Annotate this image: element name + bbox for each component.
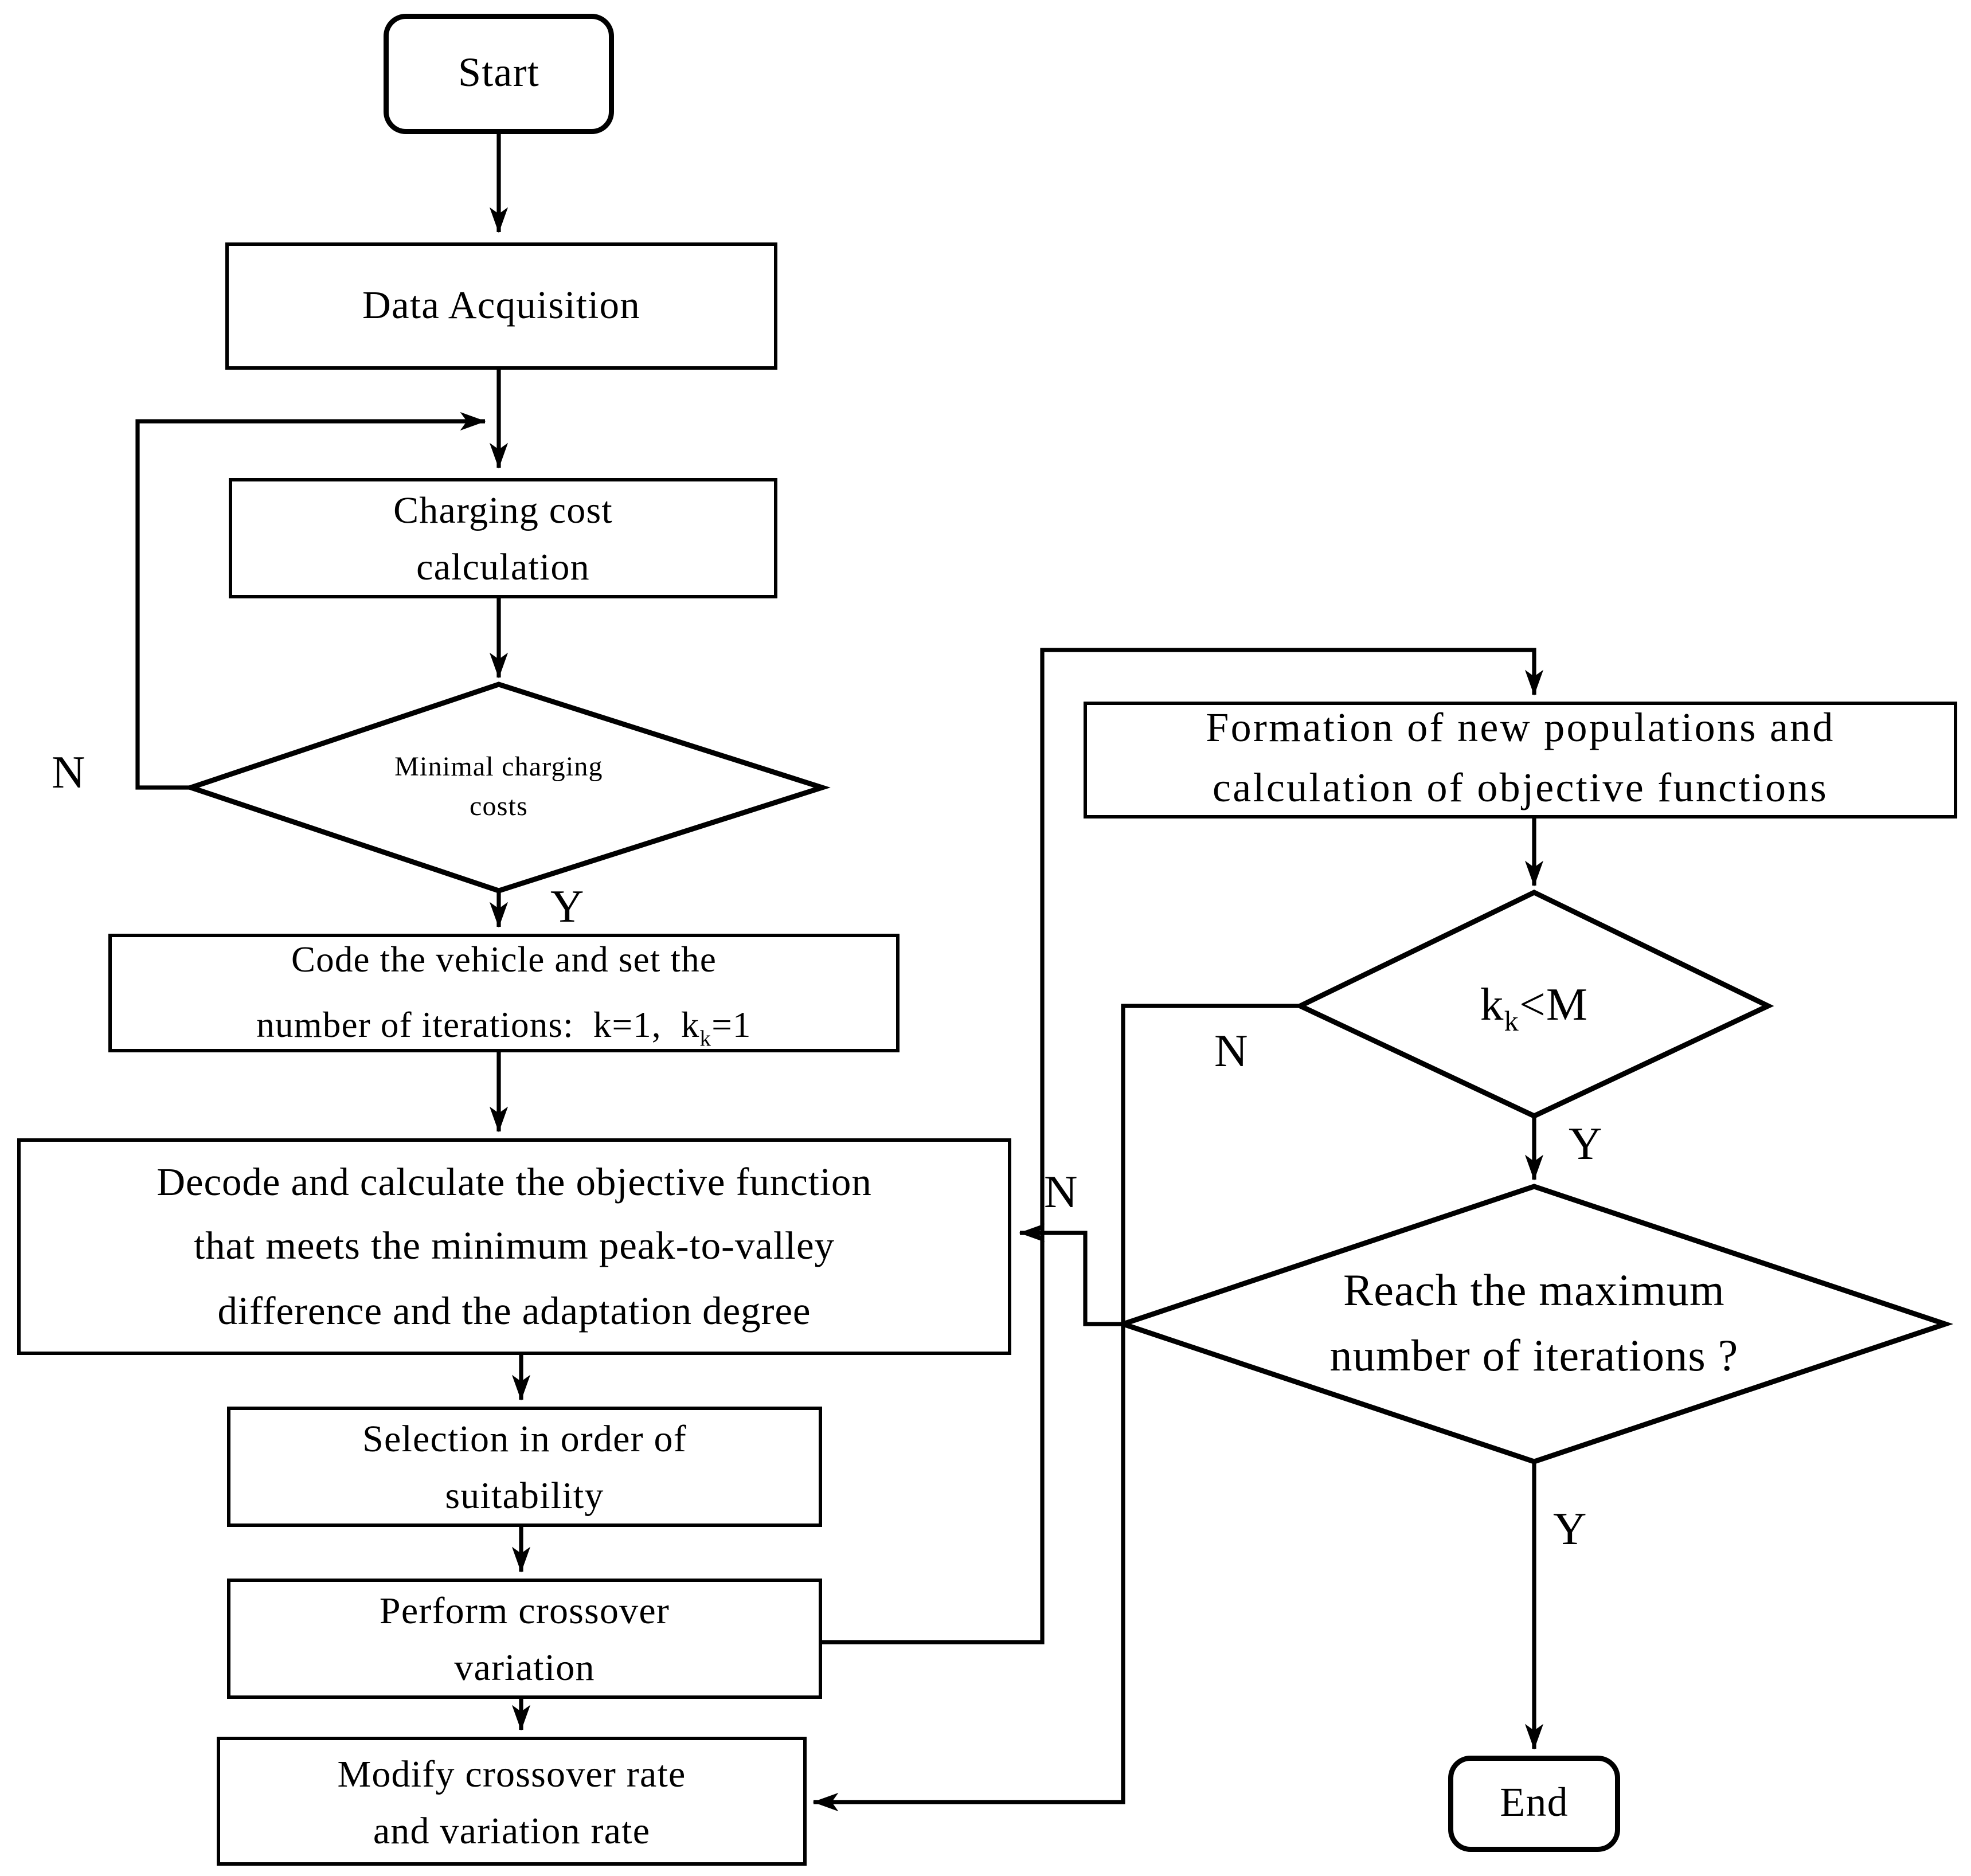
end-terminal: End [1448, 1756, 1620, 1852]
modify-rate-box: Modify crossover rate and variation rate [217, 1737, 807, 1866]
formation-line: Formation of new populations and [1206, 707, 1835, 752]
code-vehicle-line2-tail: =1 [711, 1003, 752, 1045]
reach-max-line: Reach the maximum [1343, 1266, 1725, 1316]
formation-box: Formation of new populations and calcula… [1084, 702, 1957, 818]
modify-rate-line: Modify crossover rate [337, 1751, 686, 1795]
code-vehicle-line2-text: number of iterations: k=1, k [256, 1003, 700, 1045]
perform-crossover-line: variation [454, 1646, 595, 1689]
edge-kk-no-to-modify [812, 1004, 1300, 1812]
formation-line: calculation of objective functions [1213, 767, 1828, 812]
decode-box: Decode and calculate the objective funct… [17, 1138, 1011, 1355]
edge-minimal-no-loop [135, 412, 486, 790]
code-vehicle-line1: Code the vehicle and set the [291, 938, 717, 980]
reach-max-diamond-shape [1114, 1184, 1954, 1464]
data-acquisition-label: Data Acquisition [362, 283, 640, 327]
minimal-charging-diamond-shape [182, 682, 831, 894]
kk-condition-subscript: k [1504, 1005, 1519, 1039]
start-label: Start [457, 52, 539, 96]
charging-cost-box: Charging cost calculation [229, 478, 777, 598]
kk-no-label: N [1214, 1025, 1248, 1076]
code-vehicle-subscript: k [699, 1024, 712, 1051]
reach-max-diamond-label: Reach the maximum number of iterations ? [1225, 1259, 1844, 1389]
decode-line: that meets the minimum peak-to-valley [194, 1225, 835, 1268]
minimal-charging-diamond-label: Minimal charging costs [258, 729, 740, 846]
minimal-charging-line: costs [470, 793, 528, 822]
start-terminal: Start [384, 14, 614, 134]
kk-condition-comparison: <M [1519, 979, 1589, 1031]
kk-condition-diamond-shape [1294, 889, 1774, 1119]
edge-reach-no-to-decode [1019, 1223, 1123, 1326]
perform-crossover-box: Perform crossover variation [227, 1579, 822, 1699]
minimal-yes-label: Y [550, 880, 584, 932]
kk-condition-k: k [1480, 979, 1504, 1031]
decode-line: difference and the adaptation degree [217, 1288, 811, 1332]
code-vehicle-line2: number of iterations: k=1, kk=1 [256, 993, 751, 1058]
kk-condition-text: kk<M [1480, 972, 1588, 1039]
kk-yes-label: Y [1569, 1118, 1602, 1169]
decode-line: Decode and calculate the objective funct… [157, 1161, 872, 1204]
end-label: End [1500, 1781, 1569, 1826]
minimal-no-label: N [52, 746, 85, 798]
data-acquisition-box: Data Acquisition [225, 242, 777, 370]
selection-box: Selection in order of suitability [227, 1407, 822, 1527]
minimal-charging-line: Minimal charging [394, 753, 603, 782]
charging-cost-line: calculation [416, 545, 590, 588]
selection-line: Selection in order of [362, 1417, 687, 1460]
modify-rate-line: and variation rate [373, 1808, 651, 1851]
code-vehicle-box: Code the vehicle and set the number of i… [108, 934, 900, 1052]
charging-cost-line: Charging cost [393, 488, 613, 531]
reach-no-label: N [1044, 1166, 1078, 1217]
perform-crossover-line: Perform crossover [379, 1589, 670, 1632]
reach-yes-label: Y [1553, 1503, 1587, 1554]
selection-line: suitability [445, 1474, 604, 1517]
kk-condition-diamond-label: kk<M [1397, 963, 1672, 1049]
edge-perform-to-formation-loop [822, 648, 1544, 1644]
reach-max-line: number of iterations ? [1329, 1331, 1739, 1381]
